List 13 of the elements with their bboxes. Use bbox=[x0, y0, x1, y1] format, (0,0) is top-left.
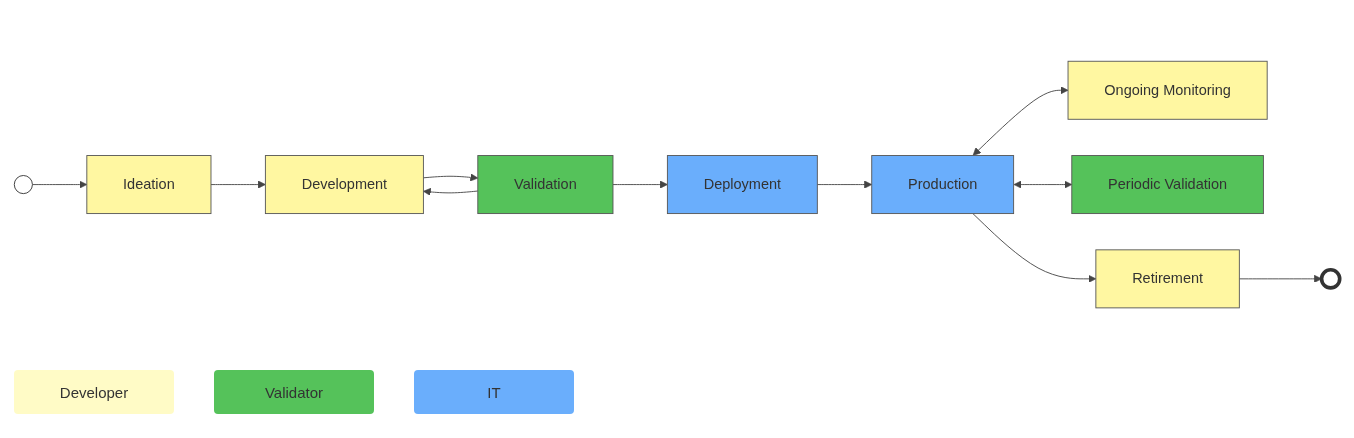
node-box: Periodic Validation bbox=[1071, 155, 1264, 215]
node-box: Production bbox=[871, 155, 1015, 215]
node-box: Validation bbox=[477, 155, 614, 215]
node-box: Ideation bbox=[86, 155, 212, 215]
legend-swatch: Validator bbox=[214, 370, 374, 414]
legend-swatch: IT bbox=[414, 370, 574, 414]
node-box: Development bbox=[264, 155, 424, 215]
node-box: Deployment bbox=[666, 155, 818, 215]
node-box: Ongoing Monitoring bbox=[1067, 61, 1268, 121]
node-circle bbox=[13, 175, 33, 195]
node-box: Retirement bbox=[1095, 249, 1240, 309]
node-circle bbox=[1319, 268, 1342, 291]
legend-swatch: Developer bbox=[14, 370, 174, 414]
